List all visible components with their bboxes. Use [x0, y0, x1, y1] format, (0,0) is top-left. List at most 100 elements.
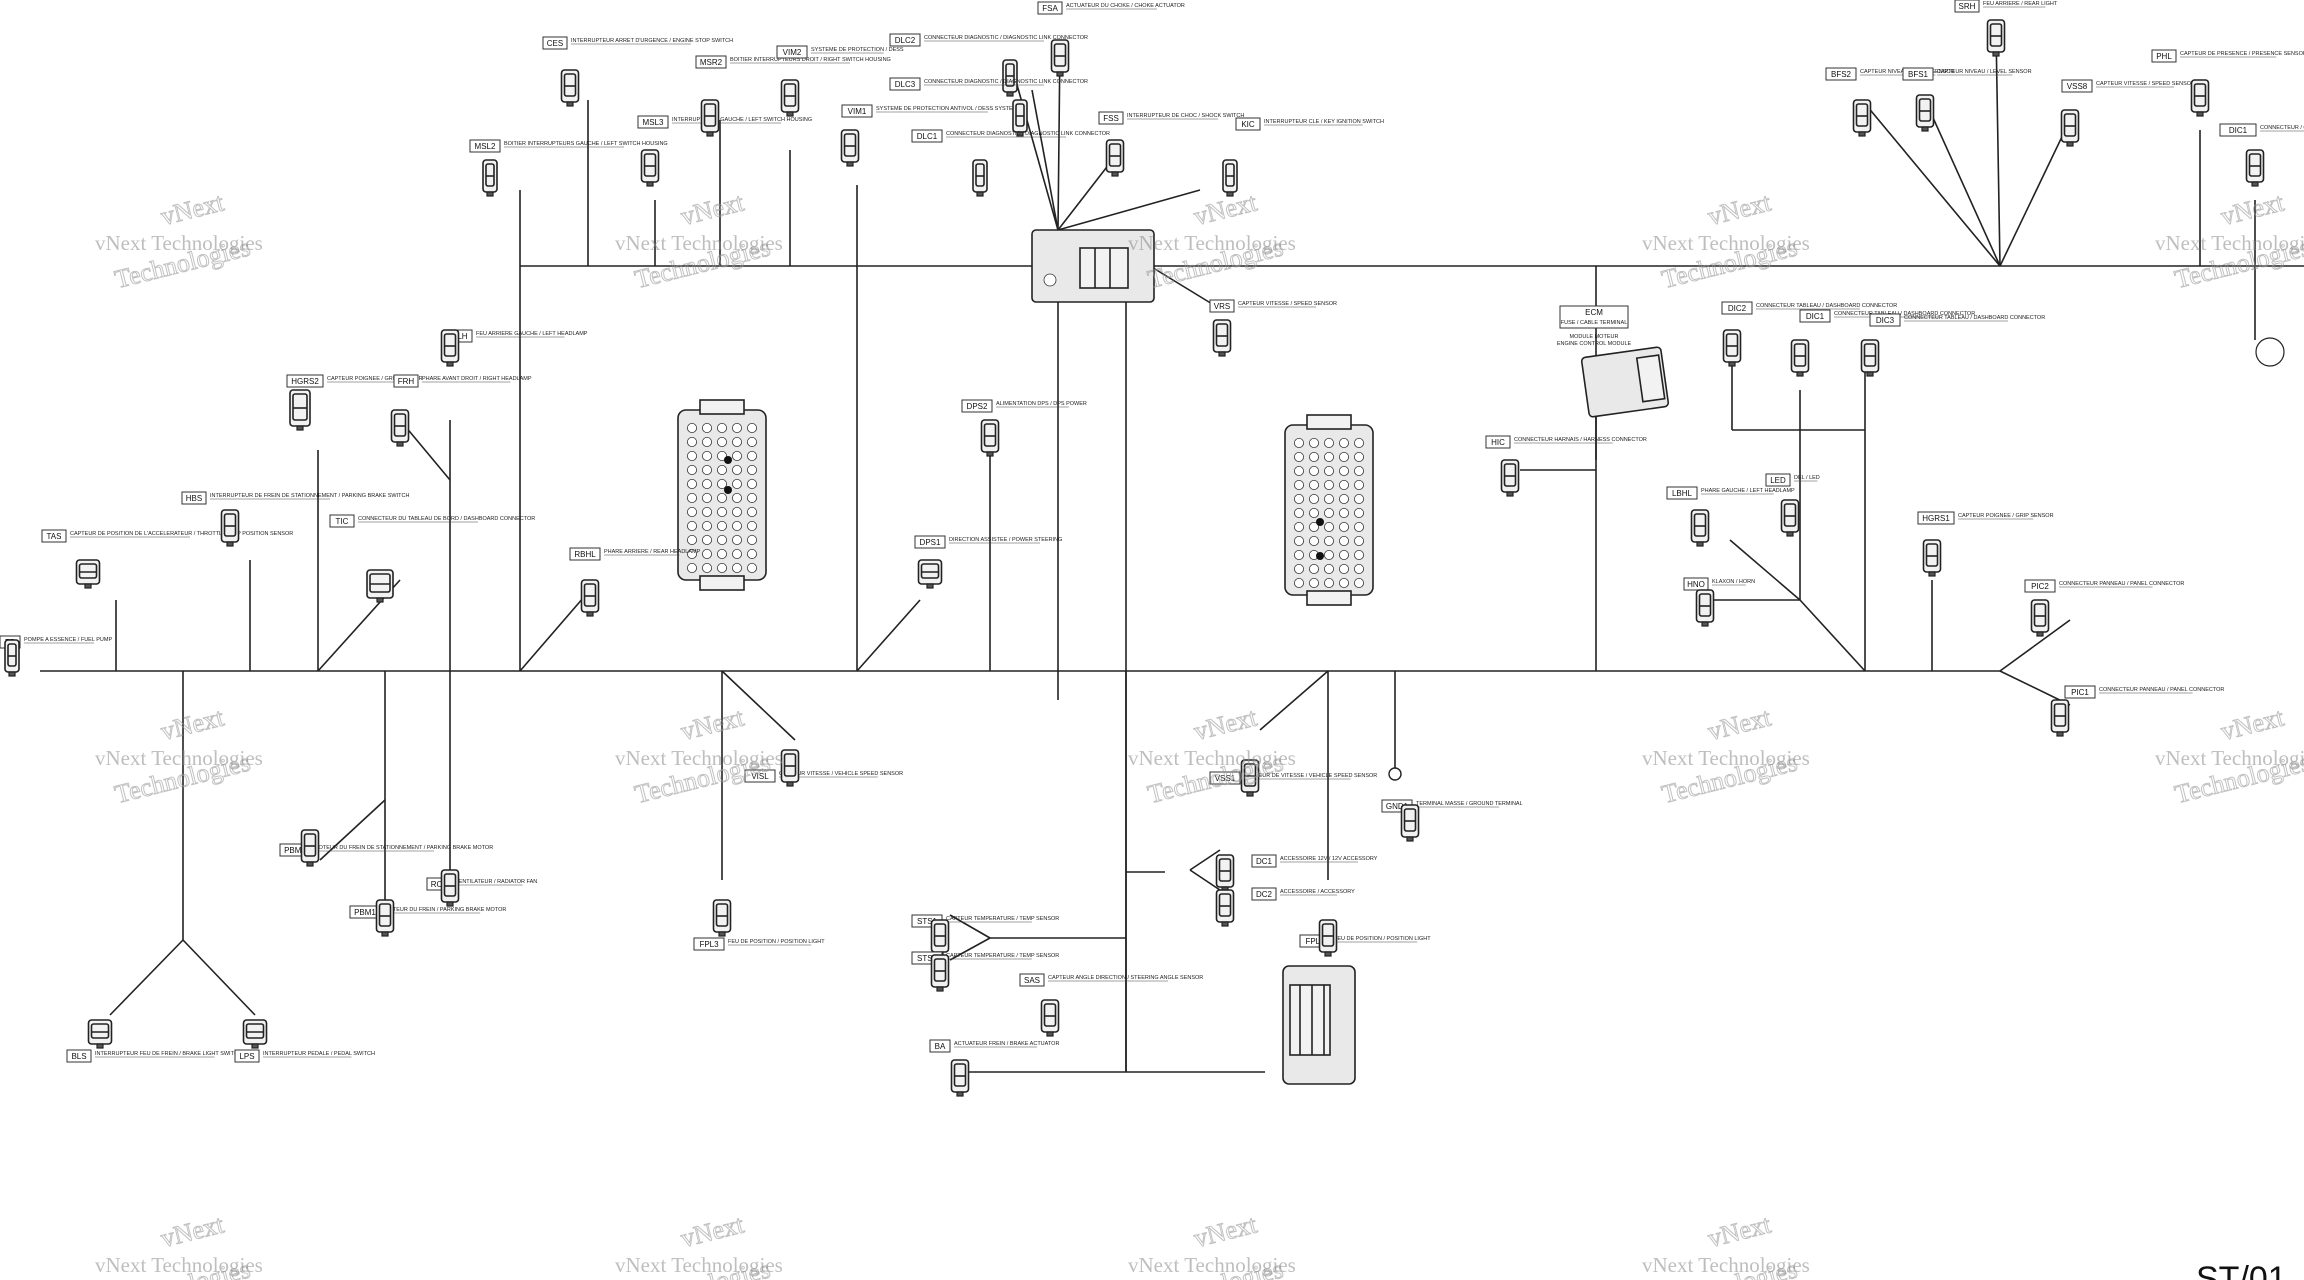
connector-body	[1500, 459, 1520, 497]
connector-body	[2245, 149, 2265, 187]
connector-description: CONNECTEUR DIAGNOSTIC / DIAGNOSTIC LINK …	[924, 35, 1088, 41]
connector-description: INTERRUPTEUR ARRET D'URGENCE / ENGINE ST…	[571, 38, 733, 44]
svg-text:vNext: vNext	[1705, 702, 1774, 746]
svg-text:vNext Technologies: vNext Technologies	[1642, 746, 1810, 770]
connector-tag-box	[744, 769, 776, 783]
connector-description: FEU ARRIERE GAUCHE / LEFT HEADLAMP	[476, 331, 588, 337]
connector-tag: DIC1	[2229, 126, 2248, 135]
connector-body	[1690, 509, 1710, 547]
fuse-box-right	[1284, 414, 1374, 606]
connector-tag-box	[234, 1049, 260, 1063]
connector-tag: FPL3	[699, 940, 719, 949]
connector-tag-box	[2151, 49, 2177, 63]
connector-tag: LBHL	[1672, 489, 1693, 498]
connector-body	[1012, 99, 1028, 137]
connector-tag-box	[181, 491, 207, 505]
connector-tag: SAS	[1024, 976, 1040, 985]
ecm-desc-en: ENGINE CONTROL MODULE	[1557, 341, 1632, 347]
connector-description: BOITIER INTERRUPTEURS DROIT / RIGHT SWIT…	[730, 57, 891, 63]
connector-tag-box	[329, 514, 355, 528]
svg-text:vNext: vNext	[678, 1209, 747, 1253]
svg-text:vNext Technologies: vNext Technologies	[1128, 231, 1296, 255]
connector-description: DIRECTION ASSISTEE / POWER STEERING	[949, 537, 1062, 543]
connector-tag: RCF	[431, 880, 448, 889]
right-section-drops	[1520, 350, 1933, 672]
connector-tag-box	[2024, 579, 2056, 593]
connector-description: SYSTEME DE PROTECTION / DESS	[811, 47, 904, 53]
connector-tag: HNO	[1687, 580, 1705, 589]
connector-tag-box	[1765, 473, 1791, 487]
connector-body	[366, 569, 394, 603]
connector-tag: VRS	[1214, 302, 1230, 311]
cooling-assembly	[1282, 965, 1356, 1085]
connector-tag-box	[542, 36, 568, 50]
connector-body	[1050, 39, 1070, 77]
connector-tag-box	[693, 937, 725, 951]
connector-body	[780, 79, 800, 117]
connector-tag-box	[1209, 299, 1235, 313]
connector-tag: FSS	[1103, 114, 1119, 123]
connector-description: INTERRUPTEUR CLE / KEY IGNITION SWITCH	[1264, 119, 1384, 125]
connector-body	[1790, 339, 1810, 377]
connector-body	[75, 559, 101, 589]
connector-description: CONNECTEUR PANNEAU / PANEL CONNECTOR	[2059, 581, 2184, 587]
connector-tag: PHL	[2156, 52, 2172, 61]
connector-layer: FPPOMPE A ESSENCE / FUEL PUMPTASCAPTEUR …	[0, 0, 2304, 1097]
svg-text:vNext: vNext	[678, 702, 747, 746]
svg-text:vNext Technologies: vNext Technologies	[2155, 746, 2304, 770]
connector-tag: HIC	[1491, 438, 1505, 447]
connector-description: FEU DE POSITION / POSITION LIGHT	[728, 939, 825, 945]
connector-description: CAPTEUR POIGNEE / GRIP SENSOR	[1958, 513, 2054, 519]
fuse-box-left	[677, 399, 767, 591]
svg-text:vNext Technologies: vNext Technologies	[95, 231, 263, 255]
connector-tag: HGRS1	[1922, 514, 1950, 523]
connector-description: INTERRUPTEURS GAUCHE / LEFT SWITCH HOUSI…	[672, 117, 812, 123]
connector-body	[840, 129, 860, 167]
connector-body	[289, 389, 311, 431]
connector-tag-box	[776, 45, 808, 59]
connector-tag-box	[1917, 511, 1955, 525]
connector-tag-box	[569, 547, 601, 561]
svg-text:vNext Technologies: vNext Technologies	[95, 746, 263, 770]
connector-tag: DIC3	[1876, 316, 1895, 325]
connector-description: INTERRUPTEUR FEU DE FREIN / BRAKE LIGHT …	[95, 1051, 242, 1057]
connector-tag: HGRS2	[291, 377, 319, 386]
connector-description: INTERRUPTEUR DE CHOC / SHOCK SWITCH	[1127, 113, 1244, 119]
connector-body	[1215, 889, 1235, 927]
connector-tag-box	[1869, 313, 1901, 327]
connector-tag: DLC3	[895, 80, 916, 89]
connector-body	[1860, 339, 1880, 377]
connector-tag-box	[1037, 1, 1063, 15]
connector-body	[242, 1019, 268, 1049]
connector-body	[640, 149, 660, 187]
connector-description: ACTUATEUR DU CHOKE / CHOKE ACTUATOR	[1066, 3, 1185, 9]
connector-body	[1695, 589, 1715, 627]
connector-description: SYSTEME DE PROTECTION ANTIVOL / DESS SYS…	[876, 106, 1018, 112]
connector-tag-box	[1209, 771, 1241, 785]
connector-body	[780, 749, 800, 787]
connector-body	[1215, 854, 1235, 892]
connector-body	[375, 899, 395, 937]
connector-body	[950, 1059, 970, 1097]
connector-description: CAPTEUR ANGLE DIRECTION / STEERING ANGLE…	[1048, 975, 1203, 981]
